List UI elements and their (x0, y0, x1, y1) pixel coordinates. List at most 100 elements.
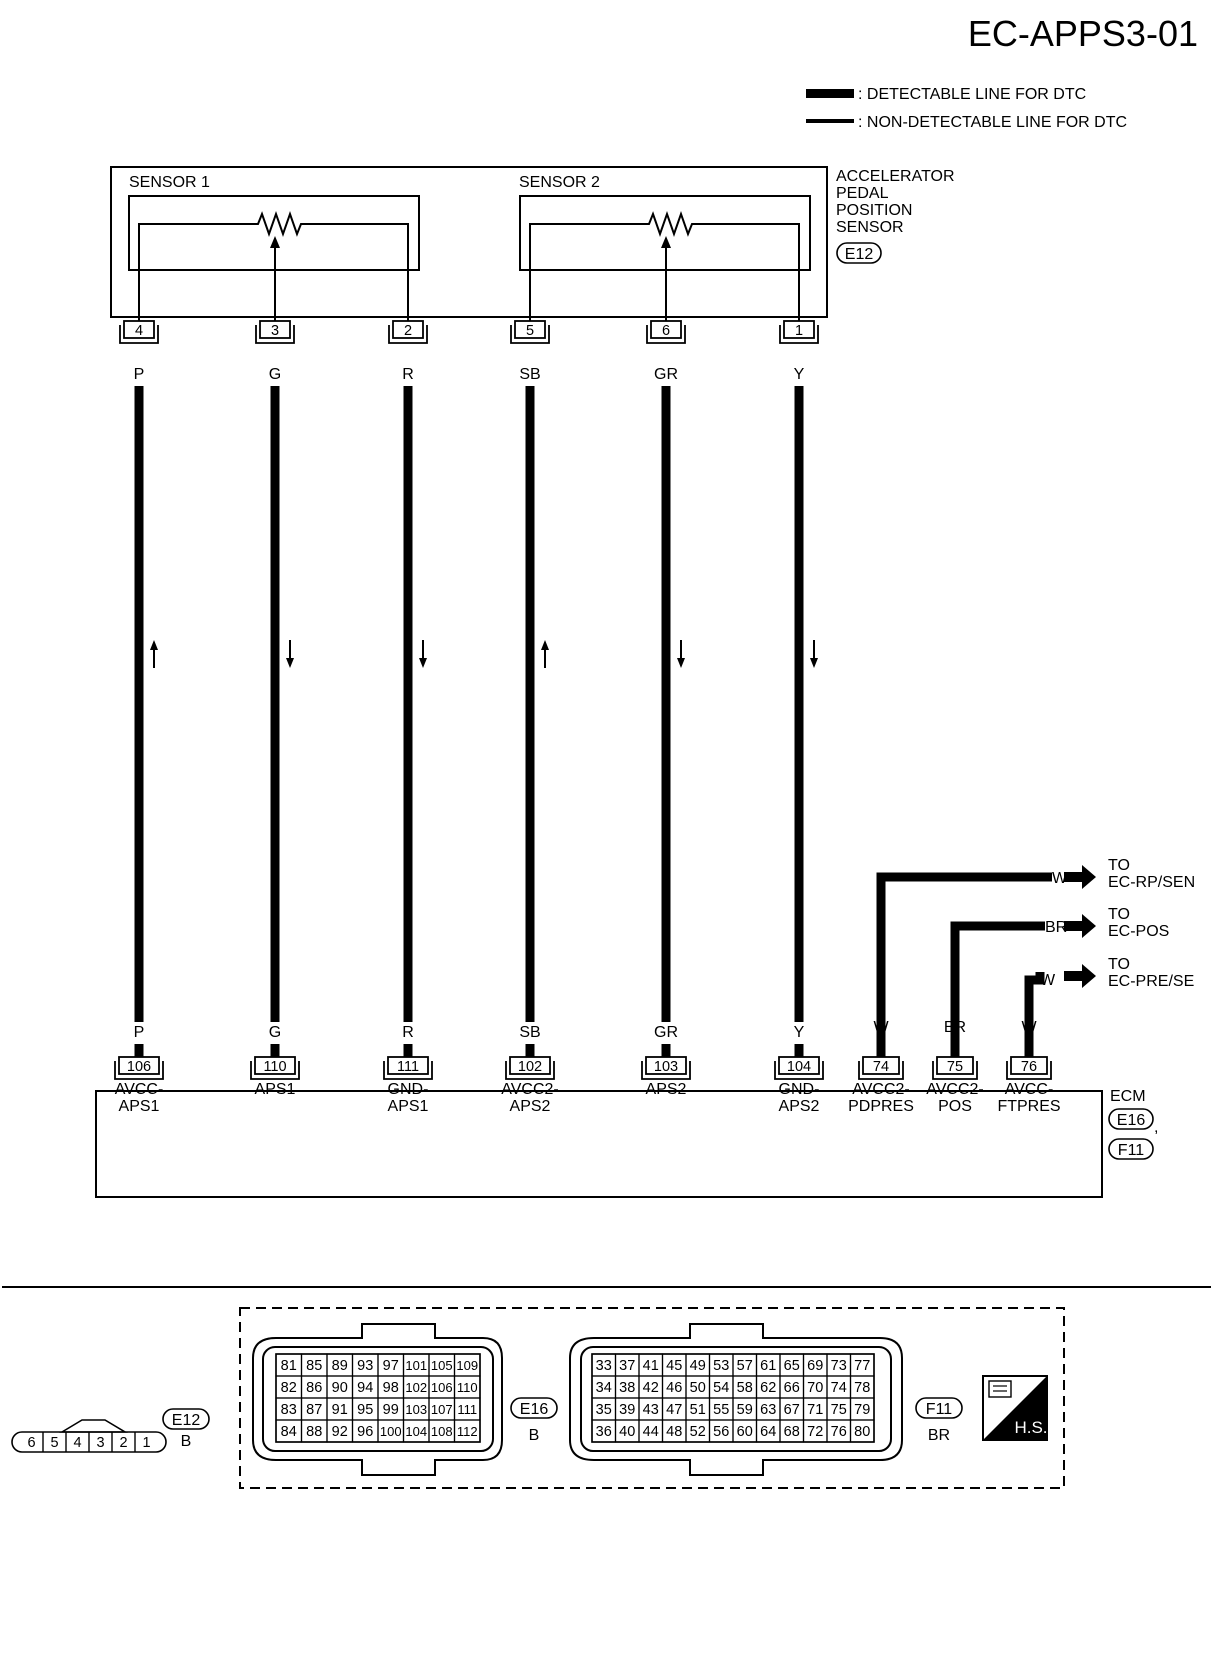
ecm-terminal-label-102: AVCC2- (501, 1081, 559, 1098)
f11-connector-badge: F11 (915, 1397, 963, 1419)
f11-pin-44: 44 (643, 1424, 659, 1440)
legend-detectable-label: : DETECTABLE LINE FOR DTC (858, 86, 1086, 103)
sensor-name-line-1: ACCELERATOR (836, 168, 955, 185)
ecm-terminal-label-76: AVCC- (1005, 1081, 1054, 1098)
hs-icon: H.S. (982, 1375, 1048, 1441)
harness-connector-dashed-box (239, 1307, 1065, 1489)
sensor-outer-box (110, 166, 828, 318)
ecm-pin-110-number: 110 (263, 1059, 286, 1075)
e12-pin-4: 4 (73, 1435, 81, 1451)
ecm-pin-76: 76 (1006, 1056, 1052, 1080)
f11-pin-42: 42 (643, 1380, 659, 1396)
ecm-connector-separator: , (1154, 1119, 1158, 1136)
wire-color-top-4: P (134, 366, 145, 383)
e16-pin-111: 111 (457, 1402, 477, 1417)
e16-pin-103: 103 (405, 1402, 427, 1417)
signal-direction-down-icon (286, 640, 294, 668)
f11-pin-76: 76 (831, 1424, 847, 1440)
f11-pin-39: 39 (619, 1402, 635, 1418)
e12-pin-6: 6 (27, 1435, 35, 1451)
f11-pin-58: 58 (737, 1380, 753, 1396)
ecm-connector-1-id: E16 (1117, 1112, 1146, 1129)
e16-pin-90: 90 (332, 1380, 348, 1396)
signal-direction-down-icon (677, 640, 685, 668)
f11-pin-35: 35 (596, 1402, 612, 1418)
e16-view-color: B (529, 1427, 540, 1444)
ecm-pin-102: 102 (505, 1056, 555, 1080)
e16-pin-99: 99 (383, 1402, 399, 1418)
signal-direction-down-icon (810, 640, 818, 668)
ecm-terminal-label-76: FTPRES (997, 1098, 1060, 1115)
f11-pin-52: 52 (690, 1424, 706, 1440)
f11-pin-73: 73 (831, 1358, 847, 1374)
ecm-pin-102-number: 102 (518, 1059, 542, 1075)
ecm-label: ECM (1110, 1088, 1146, 1105)
f11-pin-38: 38 (619, 1380, 635, 1396)
e12-view-id: E12 (172, 1412, 201, 1429)
e16-pin-105: 105 (431, 1358, 453, 1373)
ecm-pin-75: 75 (932, 1056, 978, 1080)
wire-color-top-3: G (269, 366, 281, 383)
sensor-pin-5: 5 (510, 320, 550, 344)
sensor2-potentiometer (519, 195, 811, 272)
f11-pin-56: 56 (713, 1424, 729, 1440)
f11-pin-63: 63 (760, 1402, 776, 1418)
wire-color-top-5: SB (519, 366, 540, 383)
to-reference-75: TO (1108, 906, 1130, 923)
ecm-pin-104: 104 (774, 1056, 824, 1080)
f11-pin-78: 78 (854, 1380, 870, 1396)
f11-view-id: F11 (926, 1401, 952, 1418)
f11-pin-48: 48 (666, 1424, 682, 1440)
e16-view-id: E16 (520, 1401, 549, 1418)
e16-pin-97: 97 (383, 1358, 399, 1374)
ecm-pin-74-number: 74 (873, 1059, 889, 1075)
sensor-pin-2: 2 (388, 320, 428, 344)
e16-pin-93: 93 (357, 1358, 373, 1374)
f11-pin-55: 55 (713, 1402, 729, 1418)
e12-connector-badge: E12 (162, 1408, 210, 1430)
f11-pin-62: 62 (760, 1380, 776, 1396)
sensor1-wiper-arrow (270, 236, 280, 248)
e16-pin-100: 100 (380, 1424, 402, 1439)
sensor-pin-3: 3 (255, 320, 295, 344)
sensor-pin-stubs (138, 270, 800, 321)
legend-non-detectable-label: : NON-DETECTABLE LINE FOR DTC (858, 114, 1127, 131)
page-title: EC-APPS3-01 (968, 13, 1198, 54)
sensor-connector-badge: E12 (836, 242, 882, 264)
ecm-terminal-label-102: APS2 (510, 1098, 551, 1115)
branch-wires (876, 872, 1052, 1040)
e16-pin-112: 112 (457, 1424, 478, 1439)
ecm-connector-badge-2: F11 (1108, 1138, 1154, 1160)
ecm-connector-badge-1: E16 (1108, 1108, 1154, 1130)
branch-wire-color-75: BR (1045, 919, 1067, 936)
legend: : DETECTABLE LINE FOR DTC : NON-DETECTAB… (806, 86, 1127, 131)
e16-connector-body (252, 1323, 503, 1476)
f11-pin-68: 68 (784, 1424, 800, 1440)
e16-pin-89: 89 (332, 1358, 348, 1374)
wires-layer: 4PP106AVCC-APS13GG110APS12RR111GND-APS15… (114, 320, 1195, 1115)
e12-view-color: B (181, 1433, 192, 1450)
e16-pin-82: 82 (281, 1380, 297, 1396)
e16-pin-94: 94 (357, 1380, 373, 1396)
e16-pin-107: 107 (431, 1402, 453, 1417)
e16-pin-96: 96 (357, 1424, 373, 1440)
f11-pin-64: 64 (760, 1424, 776, 1440)
ecm-pin-104-number: 104 (787, 1059, 811, 1075)
signal-direction-up-icon (541, 640, 549, 668)
ecm-box (95, 1090, 1103, 1198)
sensor-pin-5-number: 5 (526, 323, 534, 339)
f11-pin-79: 79 (854, 1402, 870, 1418)
ecm-pin-75-number: 75 (947, 1059, 963, 1075)
to-reference-76: TO (1108, 956, 1130, 973)
e16-pin-81: 81 (281, 1358, 297, 1374)
sensor-pin-3-number: 3 (271, 323, 279, 339)
wire-color-bottom-103: GR (654, 1024, 678, 1041)
f11-pin-53: 53 (713, 1358, 729, 1374)
legend-non-detectable-swatch (806, 119, 854, 123)
f11-pin-75: 75 (831, 1402, 847, 1418)
e16-pin-104: 104 (405, 1424, 427, 1439)
ecm-pin-103-number: 103 (654, 1059, 678, 1075)
